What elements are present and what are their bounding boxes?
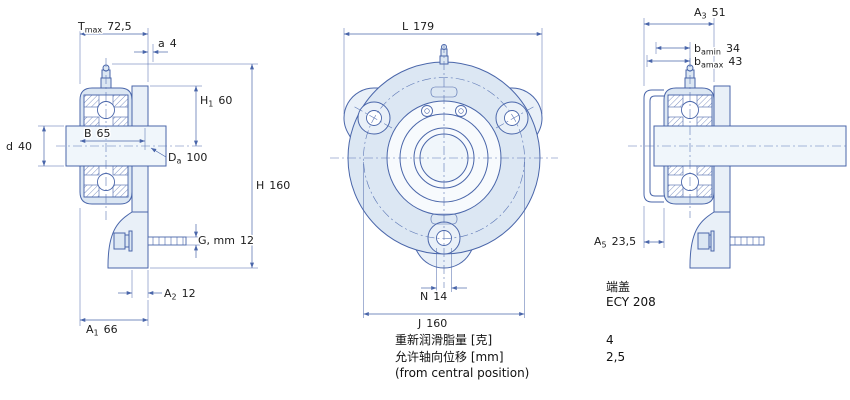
mounting-bolt <box>697 230 765 252</box>
bolt-hole <box>504 110 520 126</box>
bearing-bottom-section <box>83 165 129 198</box>
axial-displacement-label: 允许轴向位移 [mm] <box>395 349 504 364</box>
lobe-centerline <box>495 105 536 129</box>
notes-block: 重新润滑脂量 [克] 4 允许轴向位移 [mm] 2,5 (from centr… <box>395 332 625 380</box>
lobe-centerline <box>352 105 393 129</box>
end-cap-label: 端盖 <box>606 280 630 294</box>
set-screw-socket <box>458 108 464 114</box>
bearing-top-section <box>667 94 713 127</box>
mounting-bolt <box>113 230 187 252</box>
set-screw-socket <box>424 108 430 114</box>
grease-quantity-label: 重新润滑脂量 [克] <box>395 332 492 347</box>
grease-quantity-value: 4 <box>606 333 614 347</box>
end-cap-designation: ECY 208 <box>606 295 656 309</box>
axial-displacement-value: 2,5 <box>606 350 625 364</box>
set-screw <box>455 105 467 117</box>
axial-displacement-note: (from central position) <box>395 366 529 380</box>
bolt-circle <box>363 77 525 239</box>
set-screw <box>421 105 433 117</box>
end-cap-outer <box>643 89 664 203</box>
